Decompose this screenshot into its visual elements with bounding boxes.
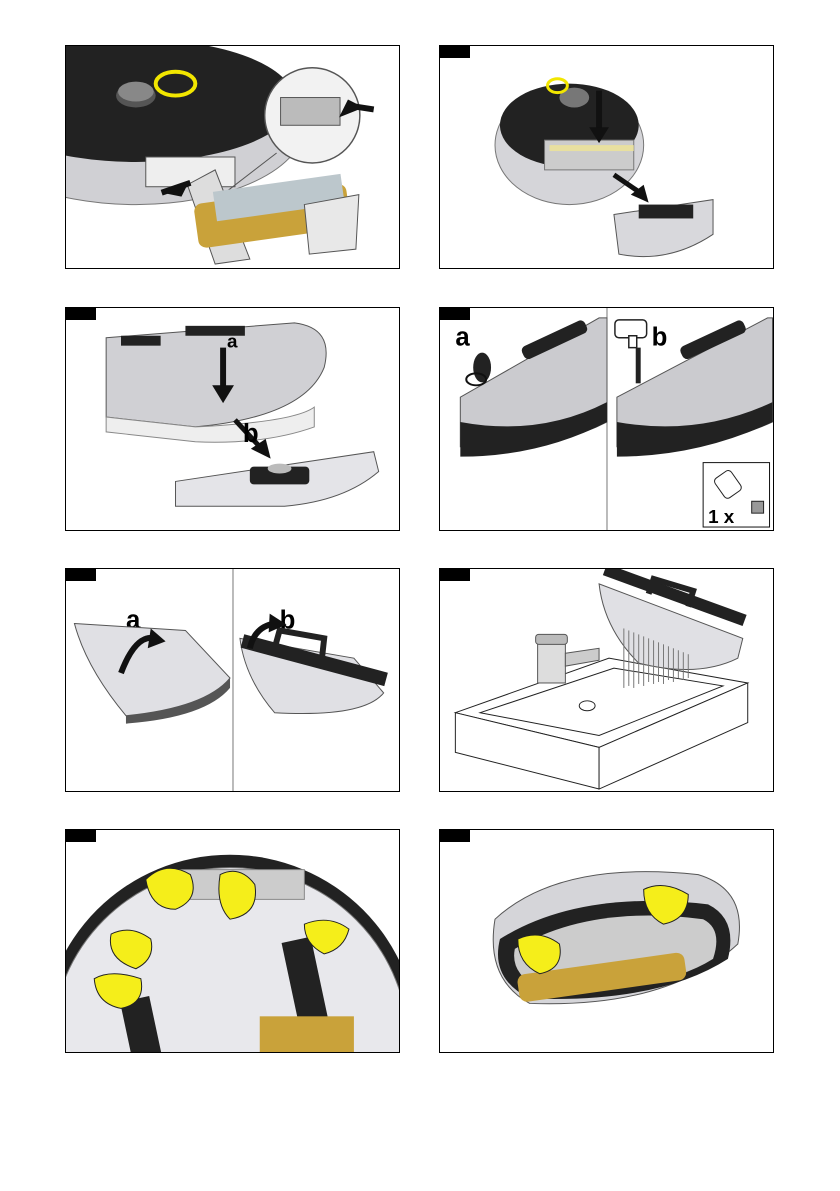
step-label-b: b: [243, 420, 259, 448]
underside-cleaning-illustration: [66, 830, 399, 1052]
sink-rinse-illustration: [440, 569, 773, 791]
step-label-a: a: [227, 331, 238, 352]
roller-area-cleaning-illustration: [440, 830, 773, 1052]
step-label-b: b: [652, 324, 668, 352]
figure-panel-8: [439, 829, 774, 1053]
dose-label: 1 x: [708, 506, 735, 527]
container-open-illustration: a b: [66, 569, 399, 791]
dust-container-illustration: [440, 46, 773, 268]
step-label-a: a: [455, 324, 470, 352]
container-lid-illustration: a b: [66, 308, 399, 530]
figure-panel-5: a b: [65, 568, 400, 792]
figure-panel-3: a b: [65, 307, 400, 531]
figure-panel-7: [65, 829, 400, 1053]
robot-vacuum-illustration: [66, 46, 399, 268]
figure-panel-4: a b 1 x: [439, 307, 774, 531]
figure-panel-1: [65, 45, 400, 269]
water-tank-fill-illustration: a b 1 x: [440, 308, 773, 530]
figure-panel-6: [439, 568, 774, 792]
figure-panel-2: [439, 45, 774, 269]
